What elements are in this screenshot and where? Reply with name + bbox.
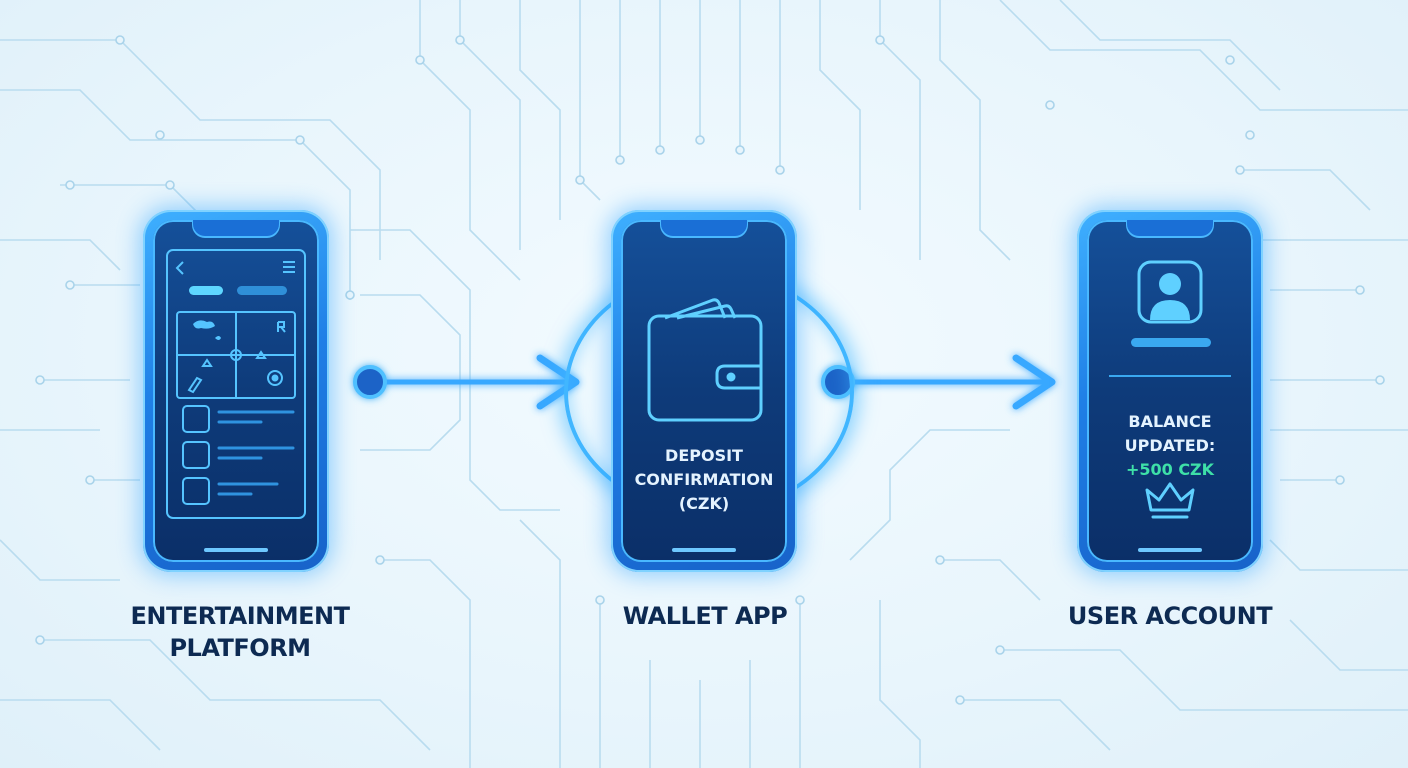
balance-line-1: BALANCE [1128,412,1212,431]
balance-line-2: UPDATED: [1124,436,1216,455]
deposit-line-2: CONFIRMATION [634,470,774,489]
phone-notch [193,220,279,236]
account-graphics [1109,260,1231,519]
hamburger-menu-icon [283,261,295,273]
platform-caption: ENTERTAINMENT PLATFORM [100,600,380,664]
platform-screen [153,220,319,562]
platform-caption-line-2: PLATFORM [169,634,311,662]
platform-phone [143,210,329,572]
account-phone: BALANCE UPDATED: +500 CZK [1077,210,1263,572]
balance-amount: +500 CZK [1125,460,1215,479]
phone-notch [1127,220,1213,236]
home-indicator [204,548,268,552]
platform-caption-line-1: ENTERTAINMENT [130,602,350,630]
deposit-line-1: DEPOSIT [665,446,743,465]
account-caption: USER ACCOUNT [1067,602,1273,630]
deposit-confirmation-text: DEPOSIT CONFIRMATION (CZK) [621,444,787,516]
wallet-phone: DEPOSIT CONFIRMATION (CZK) [611,210,797,572]
home-indicator [1138,548,1202,552]
wallet-icon [647,298,763,422]
back-chevron-icon [175,261,184,275]
wallet-screen: DEPOSIT CONFIRMATION (CZK) [621,220,787,562]
balance-update-text: BALANCE UPDATED: +500 CZK [1087,410,1253,482]
home-indicator [672,548,736,552]
crown-icon [1145,482,1195,519]
phone-notch [661,220,747,236]
account-screen: BALANCE UPDATED: +500 CZK [1087,220,1253,562]
platform-ui-mockup [166,249,306,519]
wallet-caption: WALLET APP [622,602,788,630]
user-avatar-icon [1137,260,1203,324]
deposit-line-3: (CZK) [678,494,730,513]
